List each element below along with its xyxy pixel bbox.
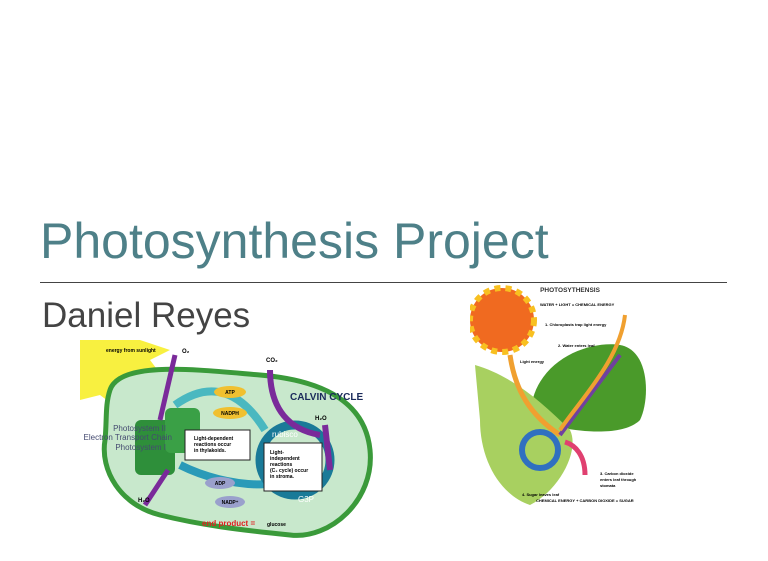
label-glucose: glucose [267, 522, 286, 528]
label-atp: ATP [225, 390, 235, 396]
adp-bubble [205, 477, 235, 489]
nadph-bubble [213, 407, 247, 419]
o2-arrow [157, 354, 178, 421]
leaf-upper [530, 344, 646, 432]
leaf-section [475, 365, 573, 505]
slide-title: Photosynthesis Project [40, 213, 549, 269]
photosynthesis-cycle-diagram: energy from sunlight O₂ CO₂ CALVIN CYCLE… [80, 340, 373, 538]
light-independent-text: Light- independent reactions (C₃ cycle) … [270, 450, 310, 480]
label-co2: CO₂ [266, 358, 278, 364]
co2-arrow [564, 439, 588, 476]
water-arrow [558, 353, 622, 437]
light-dependent-text: Light-dependent reactions occur in thyla… [194, 436, 235, 454]
leaf-photosynthesis-diagram: PHOTOSYTHENSIS WATER + LIGHT = CHEMICAL … [470, 285, 646, 505]
light-dependent-box [184, 429, 251, 461]
co2-arrow [267, 369, 321, 438]
equation-bottom: CHEMICAL ENERGY + CARBON DIOXIDE = SUGAR [536, 498, 634, 503]
light-arrow [507, 354, 562, 438]
slide-subtitle: Daniel Reyes [42, 296, 251, 335]
h2o-arrow [142, 468, 171, 507]
label-h2o-bottom: H₂O [138, 498, 150, 504]
step-2: 2. Water enters leaf [558, 343, 595, 348]
label-etc: Electron Transport Chain [84, 433, 173, 442]
label-ps1: Photosystem I [115, 443, 166, 452]
atp-bubble [214, 386, 246, 398]
vein-arrow [558, 314, 627, 432]
label-energy: energy from sunlight [106, 348, 156, 354]
label-g3p: G3P [298, 495, 314, 504]
light-independent-box [263, 442, 323, 492]
label-ps2: Photosystem II [113, 424, 166, 433]
sun [470, 285, 537, 355]
light-energy-label: Light energy [520, 359, 545, 364]
label-calvin-cycle: CALVIN CYCLE [290, 392, 363, 403]
label-nadph: NADPH [221, 411, 239, 417]
label-end-product: end product = [202, 519, 255, 528]
label-nadp: NADP⁺ [222, 500, 239, 506]
label-o2: O₂ [182, 349, 190, 355]
nadp-bubble [215, 496, 245, 508]
sugar-arrow [519, 429, 561, 471]
step-3: 3. Carbon dioxide enters leaf through st… [600, 471, 637, 488]
step-1: 1. Chloroplasts trap light energy [545, 322, 607, 327]
label-rubisco: rubisco [272, 430, 298, 439]
diagram-title: PHOTOSYTHENSIS [540, 287, 601, 294]
equation-top: WATER + LIGHT = CHEMICAL ENERGY [540, 302, 615, 307]
title-divider [40, 282, 727, 283]
h2o-arrow [322, 424, 333, 471]
label-h2o-top: H₂O [315, 416, 327, 422]
step-4: 4. Sugar leaves leaf [522, 492, 560, 497]
label-adp: ADP [215, 481, 226, 487]
